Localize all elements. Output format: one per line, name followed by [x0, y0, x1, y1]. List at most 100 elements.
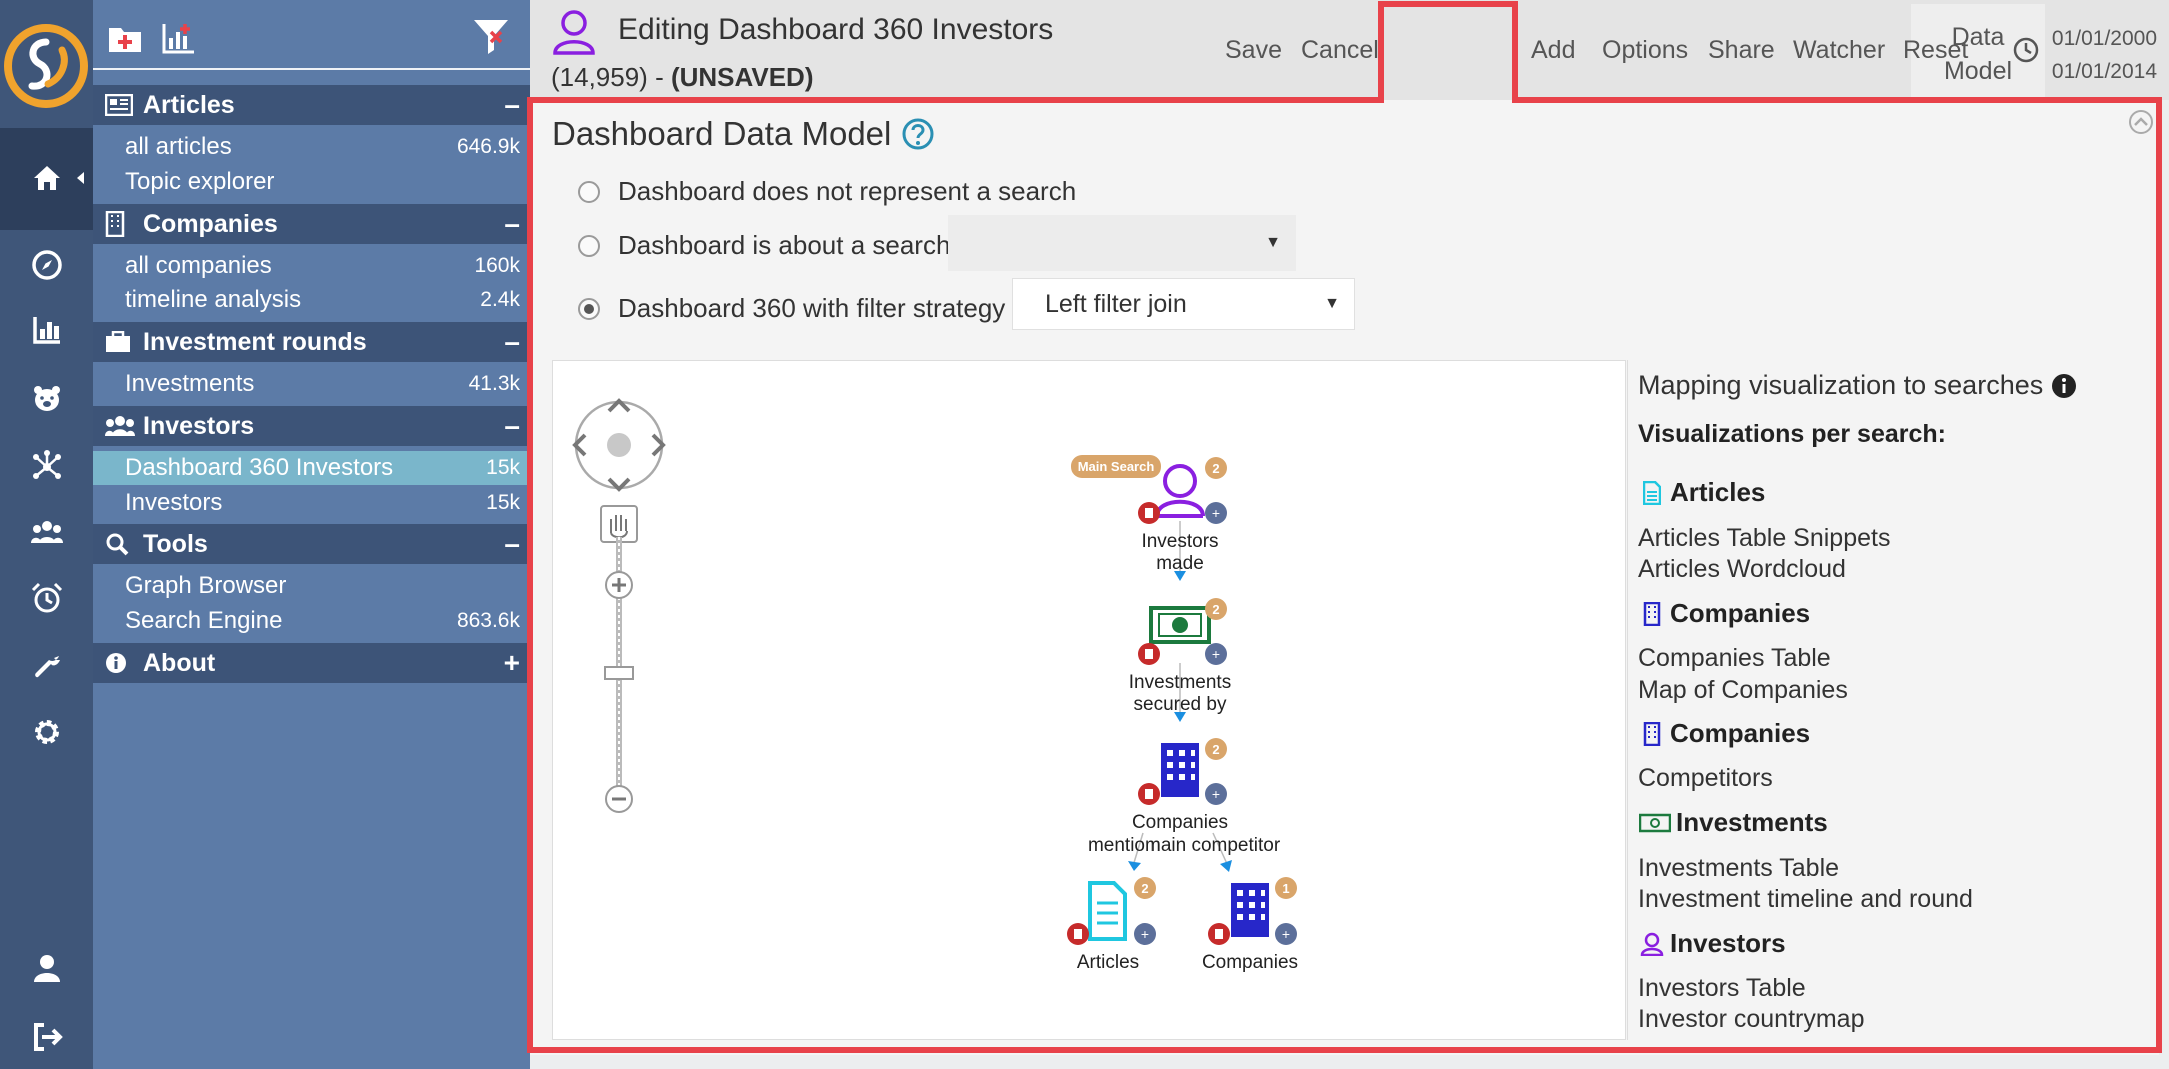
compass-icon[interactable]	[27, 245, 67, 285]
watcher-button[interactable]: Watcher	[1793, 36, 1886, 64]
graph-node-competitors[interactable]: 1 +	[1208, 877, 1297, 945]
data-model-panel: Dashboard Data Model Dashboard does not …	[530, 100, 2159, 1055]
cancel-button[interactable]: Cancel	[1301, 36, 1379, 64]
section-about[interactable]: About +	[93, 643, 530, 683]
section-title: Companies	[143, 209, 278, 238]
filter-strategy-select[interactable]: Left filter join ▼	[1012, 278, 1355, 330]
mapping-group-articles: Articles	[1638, 477, 1765, 508]
label-line: Articles	[1076, 952, 1140, 973]
collapse-panel-icon[interactable]	[2127, 108, 2155, 136]
collapse-toggle[interactable]: –	[504, 208, 520, 239]
option-filter-strategy[interactable]: Dashboard 360 with filter strategy	[578, 293, 1005, 324]
options-button[interactable]: Options	[1602, 36, 1689, 64]
option-label: Dashboard 360 with filter strategy	[618, 293, 1006, 323]
user-icon[interactable]	[27, 948, 67, 988]
unsaved-status: (UNSAVED)	[670, 62, 814, 92]
collapse-toggle[interactable]: –	[504, 410, 520, 441]
section-investment-rounds[interactable]: Investment rounds –	[93, 322, 530, 362]
network-icon[interactable]	[27, 445, 67, 485]
dropdown-caret-icon: ▼	[1265, 234, 1281, 251]
label-line: Investors	[1141, 531, 1219, 552]
help-icon[interactable]	[901, 117, 935, 151]
time-range[interactable]: 01/01/2000 01/01/2014	[2042, 22, 2157, 88]
relations-graph[interactable]: Main Search 2 + 2 +	[552, 360, 1626, 1040]
section-articles[interactable]: Articles –	[93, 85, 530, 125]
node-count-badge: 2	[1212, 461, 1219, 476]
option-about-search[interactable]: Dashboard is about a search	[578, 230, 950, 261]
mapping-item[interactable]: Competitors	[1638, 764, 1773, 792]
collapse-toggle[interactable]: –	[504, 326, 520, 357]
section-investors[interactable]: Investors –	[93, 406, 530, 446]
graph-node-investments[interactable]: 2 +	[1138, 598, 1227, 665]
radio-button[interactable]	[578, 234, 600, 257]
section-title: Tools	[143, 529, 208, 558]
group-name: Investors	[1670, 928, 1786, 958]
graph-node-companies[interactable]: 2 +	[1138, 738, 1227, 805]
save-button[interactable]: Save	[1225, 36, 1282, 64]
sidebar-item-dashboard-360-investors[interactable]: Dashboard 360 Investors 15k	[93, 451, 530, 485]
add-button[interactable]: Add	[1531, 36, 1576, 64]
info-icon[interactable]	[2051, 373, 2077, 399]
money-icon	[1638, 809, 1672, 837]
radio-button-checked[interactable]	[578, 297, 600, 320]
expand-toggle[interactable]: +	[503, 647, 520, 678]
item-count: 15k	[486, 491, 520, 514]
radio-button[interactable]	[578, 180, 600, 203]
clear-filter-icon[interactable]	[471, 16, 511, 56]
wrench-icon[interactable]	[27, 645, 67, 685]
hand-tool-icon[interactable]	[600, 505, 638, 543]
mapping-item[interactable]: Articles Table Snippets	[1638, 524, 1891, 552]
collapse-toggle[interactable]: –	[504, 528, 520, 559]
mapping-item[interactable]: Companies Table	[1638, 644, 1831, 672]
briefcase-icon	[105, 329, 135, 355]
node-count-badge: 2	[1212, 742, 1219, 757]
sidebar-item-all-companies[interactable]: all companies 160k	[93, 249, 530, 283]
collapse-arrow-icon[interactable]	[74, 170, 86, 186]
new-visualization-icon[interactable]	[161, 20, 197, 56]
sidebar-item-all-articles[interactable]: all articles 646.9k	[93, 130, 530, 164]
sidebar-item-investments[interactable]: Investments 41.3k	[93, 367, 530, 401]
clock-icon[interactable]	[2012, 36, 2040, 64]
gear-icon[interactable]	[27, 712, 67, 752]
section-tools[interactable]: Tools –	[93, 524, 530, 564]
collapse-toggle[interactable]: –	[504, 89, 520, 120]
mapping-item[interactable]: Map of Companies	[1638, 676, 1848, 704]
edge-label-mentions: mentio	[1087, 835, 1145, 856]
new-dashboard-icon[interactable]	[107, 20, 143, 56]
sidebar-item-graph-browser[interactable]: Graph Browser	[93, 569, 530, 603]
bear-icon[interactable]	[27, 378, 67, 418]
group-name: Companies	[1670, 718, 1811, 748]
sidebar-item-investors[interactable]: Investors 15k	[93, 486, 530, 520]
result-count: (14,959) -	[551, 62, 671, 92]
group-name: Investments	[1676, 807, 1828, 837]
graph-node-articles[interactable]: 2 +	[1067, 877, 1156, 945]
home-icon[interactable]	[27, 158, 67, 198]
selected-value: Left filter join	[1045, 289, 1187, 318]
mapping-item[interactable]: Investments Table	[1638, 854, 1840, 882]
svg-text:+: +	[1212, 505, 1220, 521]
zoom-slider[interactable]	[604, 537, 634, 813]
logout-icon[interactable]	[27, 1017, 67, 1057]
group-icon[interactable]	[27, 512, 67, 552]
search-select[interactable]: ▼	[948, 215, 1296, 271]
icon-rail	[0, 0, 93, 1069]
mapping-item[interactable]: Articles Wordcloud	[1638, 555, 1846, 583]
sidebar-item-topic-explorer[interactable]: Topic explorer	[93, 165, 530, 199]
sidebar-item-search-engine[interactable]: Search Engine 863.6k	[93, 604, 530, 638]
mapping-item[interactable]: Investor countrymap	[1638, 1005, 1865, 1033]
reset-button[interactable]: Reset	[1903, 36, 1969, 64]
pan-control[interactable]	[572, 398, 666, 492]
sidebar-item-timeline-analysis[interactable]: timeline analysis 2.4k	[93, 283, 530, 317]
mapping-item[interactable]: Investors Table	[1638, 974, 1806, 1002]
bar-chart-icon[interactable]	[27, 310, 67, 350]
share-button[interactable]: Share	[1708, 36, 1775, 64]
search-icon	[105, 531, 135, 557]
app-logo-icon[interactable]	[2, 22, 90, 110]
section-companies[interactable]: Companies –	[93, 204, 530, 244]
investor-user-icon	[553, 10, 595, 55]
section-title: Articles	[143, 90, 235, 119]
item-count: 160k	[474, 254, 520, 277]
alarm-clock-icon[interactable]	[27, 578, 67, 618]
mapping-item[interactable]: Investment timeline and round	[1638, 885, 1973, 913]
option-no-search[interactable]: Dashboard does not represent a search	[578, 176, 1076, 207]
